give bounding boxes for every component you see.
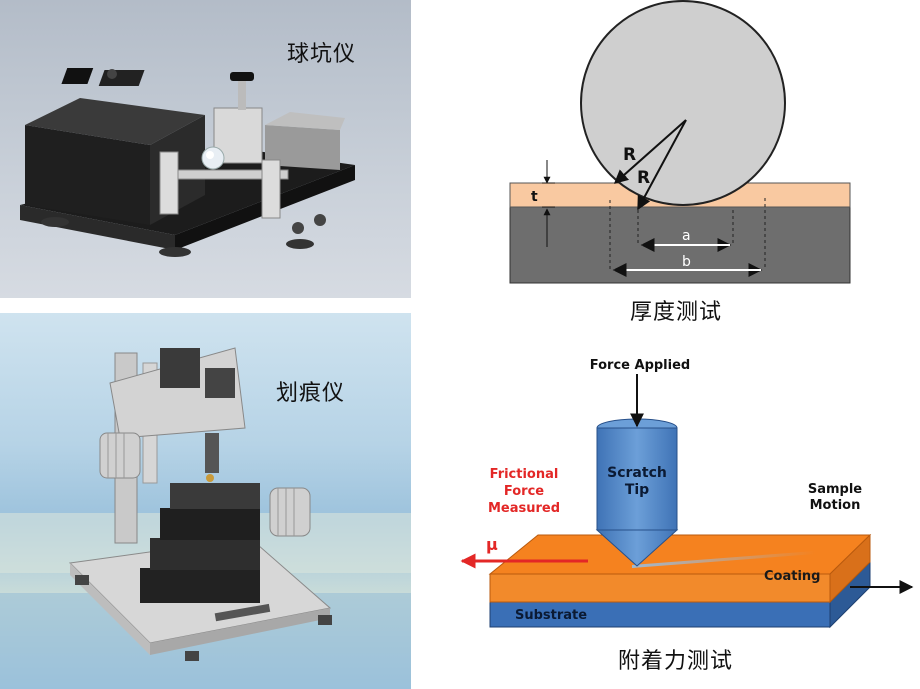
thickness-diagram: R R t a b bbox=[509, 0, 851, 284]
adhesion-diagram: Force Applied Scratch Tip Frictional For… bbox=[460, 358, 914, 629]
radius-arrow-2 bbox=[637, 119, 687, 211]
sample-motion-label-line1: Sample bbox=[808, 482, 862, 497]
force-applied-label: Force Applied bbox=[590, 358, 690, 373]
scratch-tip-body bbox=[596, 427, 678, 531]
scratch-tester-panel: 划痕仪 bbox=[0, 313, 411, 689]
dimension-label-b: b bbox=[682, 254, 691, 270]
radius-label-2: R bbox=[637, 168, 650, 188]
dimension-label-a: a bbox=[682, 228, 691, 244]
thickness-test-panel: R R t a b 厚度测试 bbox=[420, 0, 920, 330]
coating-label: Coating bbox=[764, 569, 820, 584]
ball bbox=[580, 0, 786, 206]
frictional-label-line1: Frictional bbox=[490, 467, 559, 482]
frictional-label-line3: Measured bbox=[488, 501, 560, 516]
ball-crater-label: 球坑仪 bbox=[287, 42, 357, 67]
adhesion-test-caption: 附着力测试 bbox=[618, 649, 734, 674]
scratch-tip-label-line2: Tip bbox=[625, 482, 649, 498]
frictional-label-line2: Force bbox=[504, 484, 544, 499]
thickness-test-caption: 厚度测试 bbox=[630, 300, 723, 325]
radius-arrow-1 bbox=[613, 119, 687, 184]
scratch-groove bbox=[632, 551, 815, 568]
thickness-label-t: t bbox=[531, 189, 538, 205]
scratch-tester-instrument-illustration bbox=[0, 347, 411, 689]
adhesion-test-panel: Force Applied Scratch Tip Frictional For… bbox=[420, 340, 920, 689]
scratch-tip-label-line1: Scratch bbox=[607, 465, 667, 481]
radius-label-1: R bbox=[623, 145, 636, 165]
scratch-tip-point bbox=[595, 529, 679, 567]
ball-crater-instrument-illustration bbox=[20, 68, 355, 257]
sample-motion-label-line2: Motion bbox=[810, 498, 861, 513]
scratch-tester-label: 划痕仪 bbox=[276, 381, 346, 406]
substrate-label: Substrate bbox=[515, 608, 587, 623]
ball-crater-panel: 球坑仪 bbox=[0, 0, 411, 298]
mu-label: μ bbox=[486, 535, 498, 554]
